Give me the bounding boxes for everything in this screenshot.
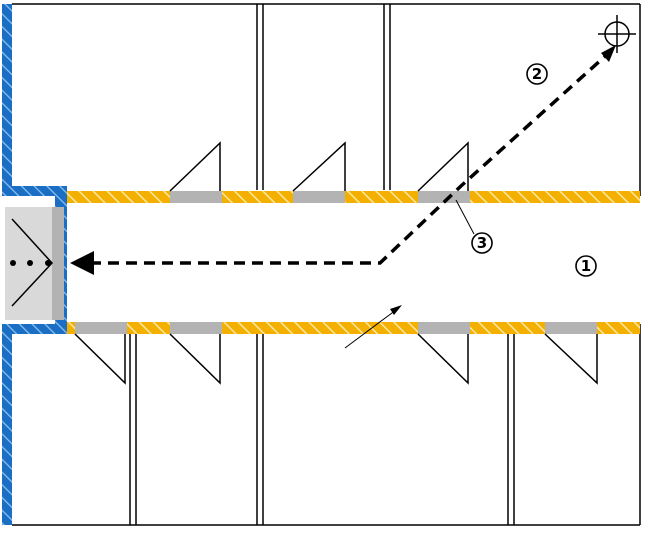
door-swings [74, 141, 598, 385]
arrowhead-left-icon [70, 251, 94, 275]
crosshair-target-icon [598, 15, 636, 53]
callout-3-leader [455, 199, 475, 235]
escape-route [70, 45, 616, 275]
callout-1: 1 [575, 255, 597, 277]
partition-walls [129, 4, 515, 525]
callout-1-label: 1 [581, 257, 591, 275]
callout-3-label: 3 [477, 234, 487, 252]
direction-arrow-icon [344, 305, 402, 349]
arrowhead-up-icon [601, 45, 616, 62]
callout-3: 3 [471, 232, 493, 254]
callout-2: 2 [526, 63, 548, 85]
room-outlines [12, 3, 641, 526]
exit-door-icon [5, 207, 64, 320]
callout-2-label: 2 [532, 65, 542, 83]
door-openings [75, 191, 597, 334]
